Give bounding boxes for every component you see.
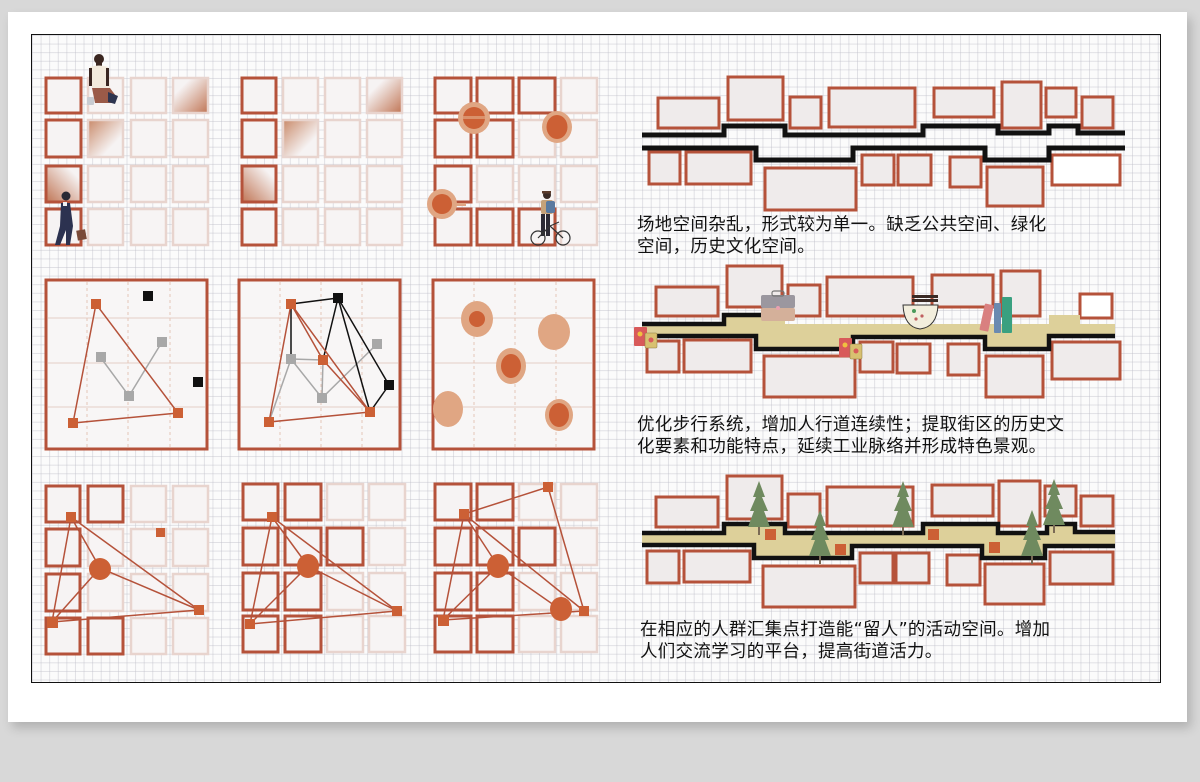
hotspot [496,348,526,384]
street-3 [642,474,1115,609]
briefcase-icon [761,290,795,321]
hotspot [433,391,463,427]
hotspot [545,399,573,431]
hotspot [538,314,570,350]
gathering-point [458,102,490,134]
shopping-bag-icon [839,338,863,360]
caption-line: 优化步行系统，增加人行道连续性；提取街区的历史文 [637,415,1065,435]
panel-3 [427,76,599,247]
caption-line: 化要素和功能特点，延续工业脉络并形成特色景观。 [637,437,1047,457]
gathering-point [427,189,466,219]
caption-street-3: 在相应的人群汇集点打造能“留人”的活动空间。增加 人们交流学习的平台，提高街道活… [640,619,1050,663]
hotspot [461,301,493,337]
panel-8 [241,482,407,654]
caption-street-2: 优化步行系统，增加人行道连续性；提取街区的历史文 化要素和功能特点，延续工业脉络… [637,414,1064,458]
caption-line: 在相应的人群汇集点打造能“留人”的活动空间。增加 [640,620,1051,640]
street-2 [634,264,1122,399]
person-walking-icon [55,191,87,245]
street-1 [642,75,1125,212]
shopping-bag-icon [634,327,658,349]
panel-5 [237,278,402,451]
panel-4 [44,278,209,451]
panel-2 [240,76,404,247]
cyclist-icon [530,191,571,246]
person-sitting-icon [87,54,118,105]
panel-7 [44,484,210,656]
caption-line: 空间，历史文化空间。 [637,237,815,257]
panel-6 [431,278,596,451]
panel-1 [44,54,210,247]
noodle-bowl-icon [902,295,939,330]
gathering-point [542,111,572,143]
caption-line: 人们交流学习的平台，提高街道活力。 [640,642,943,662]
books-icon [979,297,1012,333]
panel-9 [433,482,599,654]
plaza-markers [765,529,1000,555]
caption-line: 场地空间杂乱，形式较为单一。缺乏公共空间、绿化 [637,215,1047,235]
caption-street-1: 场地空间杂乱，形式较为单一。缺乏公共空间、绿化 空间，历史文化空间。 [637,214,1046,258]
